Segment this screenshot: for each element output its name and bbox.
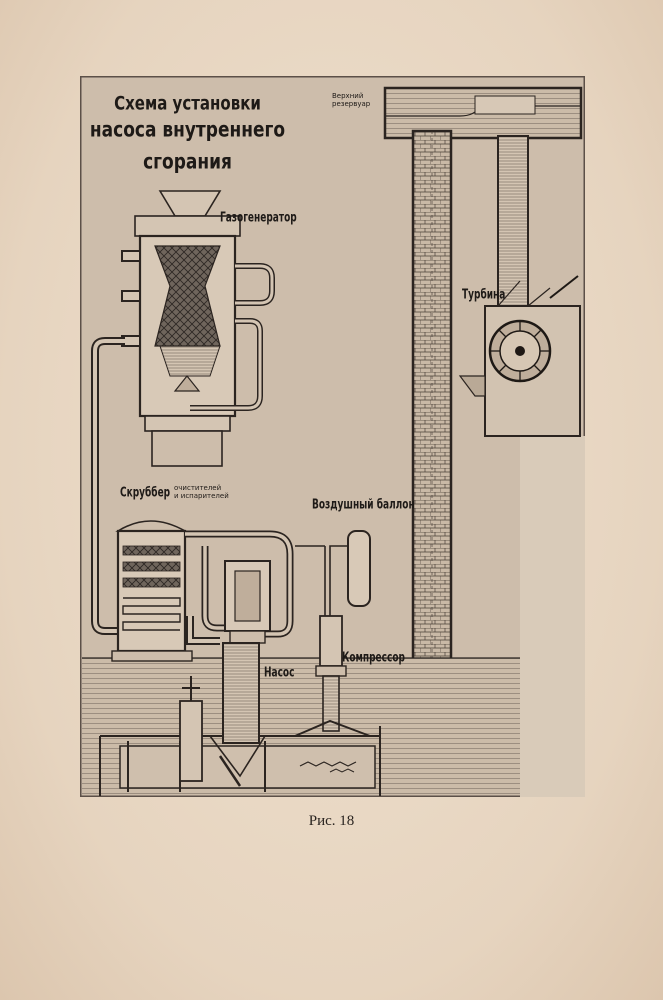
pump-installation-diagram (80, 76, 585, 797)
figure-plate: Схема установки насоса внутреннего сгора… (80, 76, 585, 797)
scrubber-to-pump-pipe (185, 530, 294, 638)
diagram-title-line-1: Схема установки (114, 91, 261, 115)
label-upper-reservoir-line-1: Верхний (332, 92, 364, 100)
pump (179, 560, 271, 787)
turbine-wheel (458, 275, 579, 397)
label-scrubber-note-line-2: и испарителей (174, 492, 229, 500)
label-air-balloon: Воздушный баллон (312, 498, 415, 513)
label-upper-reservoir: Верхний резервуар (332, 92, 370, 108)
upper-reservoir (383, 86, 583, 140)
label-pump: Насос (264, 666, 295, 681)
label-scrubber-note: очистителей и испарителей (174, 484, 229, 500)
gas-generator (121, 190, 275, 467)
label-upper-reservoir-line-2: резервуар (332, 100, 371, 108)
label-turbine: Турбина (462, 288, 506, 303)
air-balloon (295, 530, 371, 666)
lower-tank (82, 657, 520, 796)
label-compressor: Компрессор (342, 651, 405, 666)
figure-caption: Рис. 18 (308, 813, 355, 829)
scrubber (111, 520, 193, 662)
label-scrubber: Скруббер (120, 486, 171, 501)
compressor (294, 615, 371, 737)
diagram-title-line-3: сгорания (143, 149, 232, 175)
gas-pipe (91, 337, 220, 645)
label-gas-generator: Газогенератор (220, 211, 297, 226)
diagram-title-line-2: насоса внутреннего (89, 117, 286, 143)
label-scrubber-note-line-1: очистителей (174, 484, 222, 492)
